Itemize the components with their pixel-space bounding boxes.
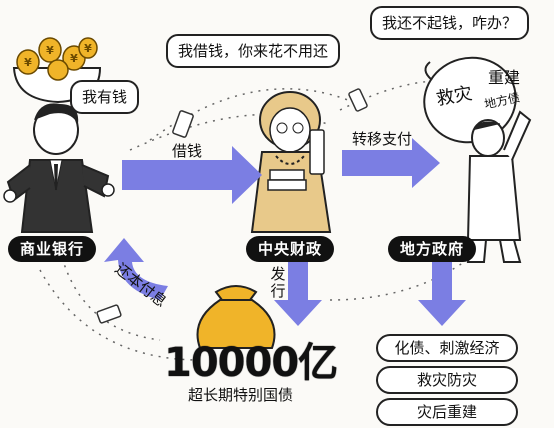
arrow-repay	[104, 238, 168, 300]
finance-tag: 中央财政	[246, 236, 335, 262]
local-speech-bubble: 我还不起钱，咋办？	[370, 6, 530, 40]
coin-icon	[16, 37, 98, 81]
local-gov-figure	[423, 56, 532, 263]
bond-amount: 10000亿	[164, 340, 338, 386]
issue-label: 发行	[270, 265, 286, 300]
arrow-borrow	[122, 146, 262, 204]
use-item: 灾后重建	[376, 398, 518, 426]
finance-figure	[250, 91, 332, 233]
bank-speech-bubble: 我有钱	[70, 80, 140, 114]
svg-text:¥: ¥	[84, 42, 92, 55]
banker-figure: ¥ ¥ ¥ ¥	[3, 37, 115, 233]
local-tag: 地方政府	[388, 236, 477, 262]
bank-tag: 商业银行	[8, 236, 97, 262]
transfer-label: 转移支付	[352, 130, 413, 148]
flow-arrows	[104, 138, 466, 326]
arrow-issue	[274, 262, 322, 326]
bond-name: 超长期特别国债	[188, 386, 294, 404]
arrow-transfer	[342, 138, 440, 188]
sack-label-right: 重建	[488, 68, 521, 87]
flying-bill-icon	[96, 88, 368, 324]
arrow-uses	[418, 262, 466, 326]
svg-text:¥: ¥	[70, 52, 78, 65]
svg-text:¥: ¥	[24, 56, 32, 69]
money-bag-icon	[196, 285, 276, 349]
borrow-label: 借钱	[172, 142, 203, 160]
use-item: 化债、刺激经济	[376, 334, 518, 362]
svg-text:¥: ¥	[46, 44, 54, 57]
use-item: 救灾防灾	[376, 366, 518, 394]
finance-speech-bubble: 我借钱，你来花不用还	[166, 34, 341, 68]
